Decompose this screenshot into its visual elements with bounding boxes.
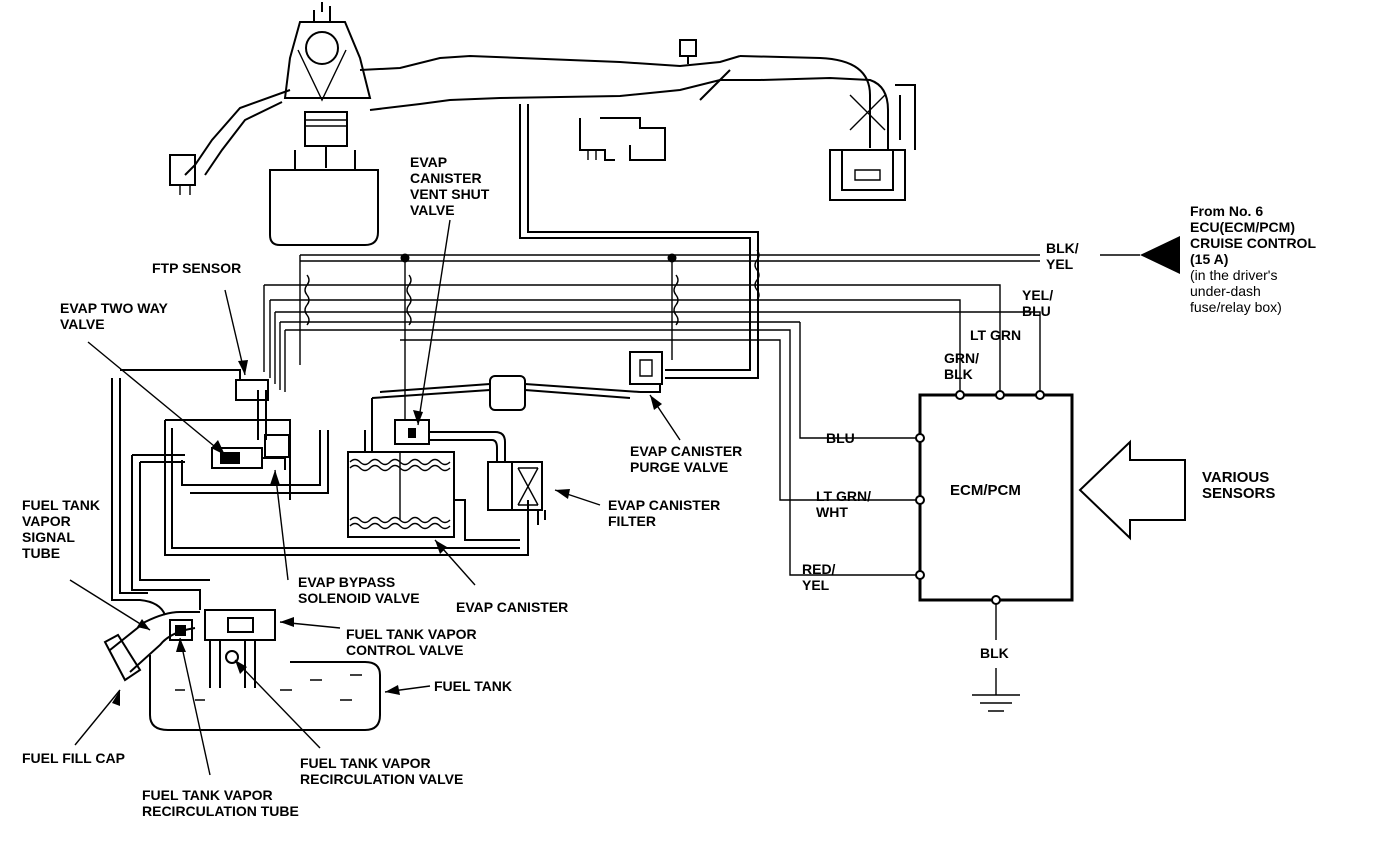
valve-cluster — [211, 379, 290, 470]
wiring-harness — [263, 249, 1140, 576]
label-ecm-pcm: ECM/PCM — [950, 482, 1021, 499]
leader-arrowheads — [112, 360, 662, 706]
label-recirculation-valve: FUEL TANK VAPOR RECIRCULATION VALVE — [300, 755, 464, 787]
label-two-way-valve: EVAP TWO WAY VALVE — [60, 300, 168, 332]
purge-valve-body — [629, 351, 663, 385]
label-purge-valve: EVAP CANISTER PURGE VALVE — [630, 443, 743, 475]
label-power-source-note: (in the driver's under-dash fuse/relay b… — [1190, 267, 1282, 315]
purge-hose — [519, 104, 751, 371]
vent-shut-valve-body — [394, 419, 430, 445]
engine-intake-drawing — [169, 2, 916, 246]
inline-filter — [489, 375, 526, 411]
ground-symbol — [972, 604, 1020, 712]
label-evap-canister: EVAP CANISTER — [456, 599, 569, 615]
power-arrow — [1140, 236, 1180, 274]
purge-hose-inner — [527, 104, 759, 379]
wire-label-grn-blk: GRN/ BLK — [944, 350, 979, 382]
sensors-arrow — [1078, 439, 1186, 541]
label-fuel-tank: FUEL TANK — [434, 678, 513, 694]
evap-canister-body — [347, 451, 455, 538]
label-fuel-fill-cap: FUEL FILL CAP — [22, 750, 125, 766]
label-vapor-control-valve: FUEL TANK VAPOR CONTROL VALVE — [346, 626, 477, 658]
label-various-sensors: VARIOUS SENSORS — [1202, 469, 1276, 502]
wire-label-red-yel: RED/ YEL — [802, 561, 836, 593]
fuel-tank-body — [103, 609, 381, 731]
label-ftp-sensor: FTP SENSOR — [152, 260, 242, 276]
label-vent-shut-valve: EVAP CANISTER VENT SHUT VALVE — [410, 154, 490, 218]
label-recirculation-tube: FUEL TANK VAPOR RECIRCULATION TUBE — [142, 787, 299, 819]
label-bypass-solenoid: EVAP BYPASS SOLENOID VALVE — [298, 574, 420, 606]
label-canister-filter: EVAP CANISTER FILTER — [608, 497, 721, 529]
leader-lines — [69, 219, 681, 776]
wire-label-blu: BLU — [826, 430, 855, 446]
wire-label-lt-grn-wht: LT GRN/ WHT — [816, 488, 871, 520]
wire-label-blk-yel: BLK/ YEL — [1046, 240, 1079, 272]
ecm-pins — [915, 390, 1045, 605]
wire-label-lt-grn: LT GRN — [970, 327, 1022, 343]
evap-hoses — [111, 369, 661, 616]
label-power-source: From No. 6 ECU(ECM/PCM) CRUISE CONTROL (… — [1190, 203, 1316, 267]
wire-label-yel-blu: YEL/ BLU — [1022, 287, 1054, 319]
label-vapor-signal-tube: FUEL TANK VAPOR SIGNAL TUBE — [22, 497, 101, 561]
canister-filter-body — [487, 461, 546, 525]
wire-label-blk: BLK — [980, 645, 1009, 661]
